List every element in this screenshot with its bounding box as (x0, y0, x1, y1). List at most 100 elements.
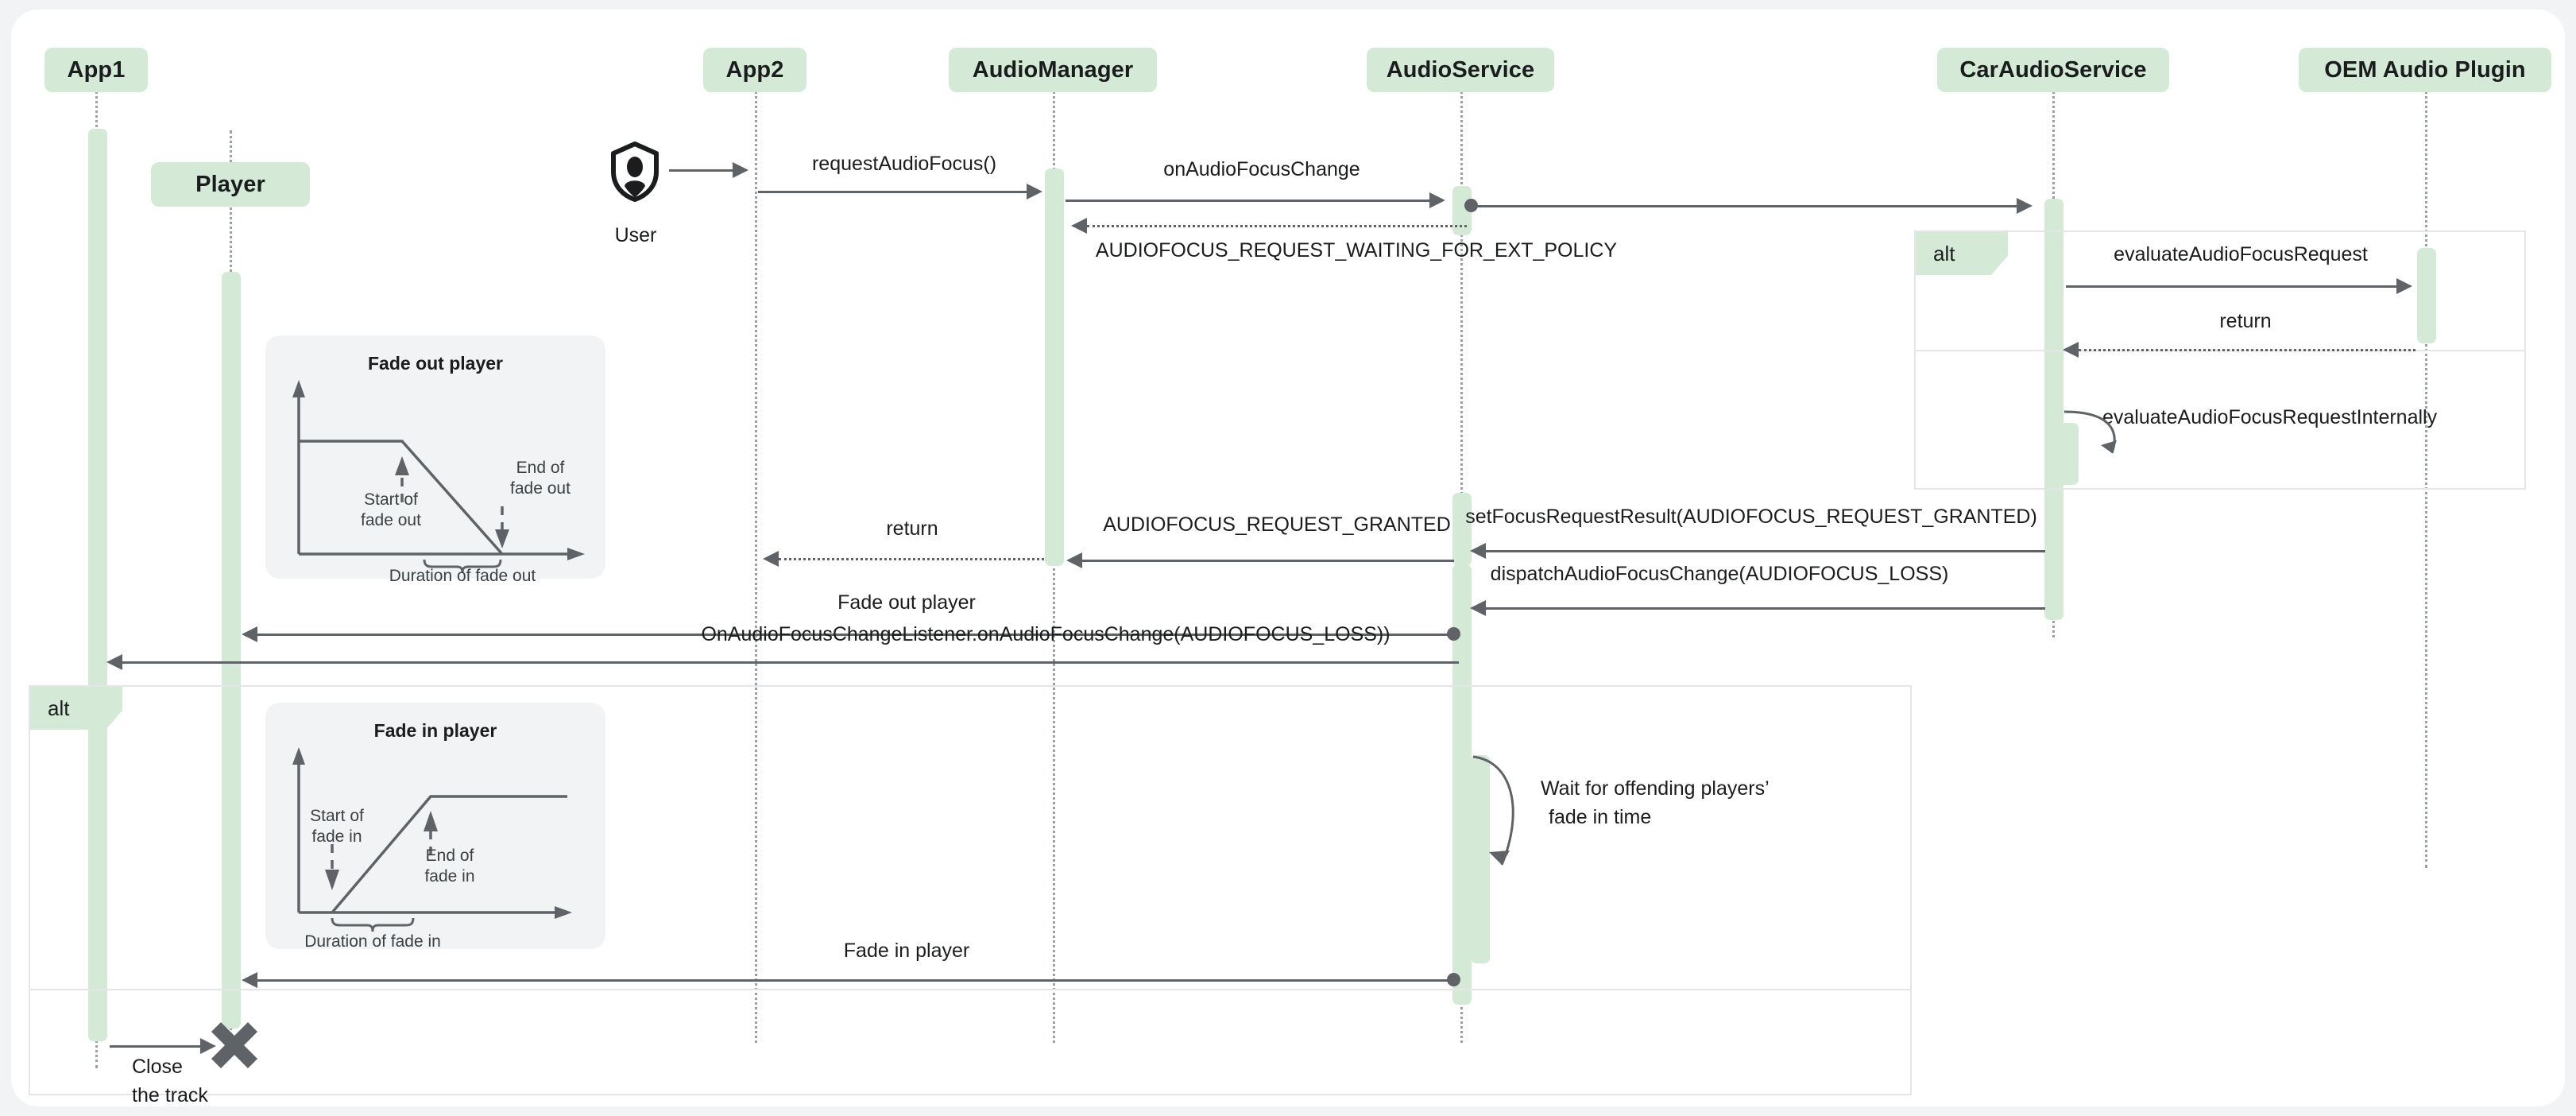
message-return-app2-head (763, 551, 779, 567)
fragment-alt-bottom-label: alt (30, 687, 122, 730)
message-granted-line (1082, 560, 1454, 562)
participant-player-label: Player (195, 171, 265, 197)
participant-oemplugin[interactable]: OEM Audio Plugin (2299, 48, 2551, 92)
message-return-oem-label: return (2219, 310, 2272, 332)
message-fade-in-player-label: Fade in player (843, 940, 970, 962)
message-dispatchAudioFocusChange-head (1470, 600, 1486, 616)
message-fade-out-player-origin-dot (1447, 627, 1460, 641)
message-return-app2-label: return (886, 517, 938, 540)
message-onAudioFocusChange-head (1429, 192, 1445, 208)
inset-fade-out-title: Fade out player (368, 353, 503, 374)
fragment-alt-bottom-label-text: alt (48, 696, 70, 720)
message-close-track-line (110, 1045, 203, 1048)
message-onAudioFocusChange-line (1066, 200, 1433, 202)
activation-player (222, 272, 241, 1029)
message-requestAudioFocus-label: requestAudioFocus() (811, 153, 997, 175)
inset-fade-in-end-label: End of fade in (424, 846, 474, 888)
message-setFocusRequestResult-label: setFocusRequestResult(AUDIOFOCUS_REQUEST… (1465, 506, 2037, 528)
participant-app1[interactable]: App1 (44, 48, 148, 92)
message-return-app2-line (779, 558, 1044, 560)
message-fade-in-player-head (242, 972, 257, 988)
participant-caraudioservice-label: CarAudioService (1959, 56, 2147, 83)
message-close-track-line2: the track (132, 1084, 208, 1106)
inset-fade-out-start-line2: fade out (361, 511, 421, 530)
activation-caraudioservice (2044, 199, 2064, 620)
inset-fade-in-chart (265, 703, 605, 949)
activation-app1 (88, 129, 107, 1041)
message-setFocusRequestResult-line (1486, 550, 2045, 552)
lifeline-app2 (755, 57, 757, 1043)
activation-audiomanager (1045, 169, 1064, 566)
message-fade-out-player-label: Fade out player (837, 591, 976, 614)
inset-fade-out-start-label: Start of fade out (361, 490, 421, 532)
activation-caraudioservice-nested (2060, 423, 2079, 485)
fragment-alt-top-label: alt (1916, 232, 2008, 275)
lifeline-oemplugin (2425, 57, 2427, 868)
message-wait-fade-in-line1: Wait for offending players’ (1541, 777, 1770, 800)
inset-fade-in-end-line1: End of (425, 847, 474, 865)
inset-fade-out-duration-label: Duration of fade out (389, 567, 536, 585)
inset-fade-out-start-line1: Start of (364, 490, 418, 509)
participant-caraudioservice[interactable]: CarAudioService (1937, 48, 2169, 92)
message-fade-in-player-origin-dot (1447, 973, 1460, 986)
inset-fade-in-duration-label: Duration of fade in (304, 932, 441, 951)
message-return-oem-line (2079, 349, 2415, 351)
activation-audioservice-2 (1452, 493, 1472, 566)
activation-oemplugin (2417, 248, 2436, 343)
inset-fade-out-card (265, 335, 605, 579)
participant-app2[interactable]: App2 (703, 48, 806, 92)
participant-audioservice[interactable]: AudioService (1367, 48, 1554, 92)
participant-app2-label: App2 (725, 56, 784, 83)
inset-fade-in-start-line2: fade in (311, 827, 362, 847)
participant-audioservice-label: AudioService (1386, 56, 1535, 83)
message-evaluateInternally-label: evaluateAudioFocusRequestInternally (2102, 406, 2438, 428)
participant-audiomanager-label: AudioManager (972, 56, 1134, 83)
message-to-caraudioservice-line (1472, 205, 2020, 207)
message-requestAudioFocus-head (1027, 184, 1042, 200)
arrow-user-to-app2-line (669, 169, 736, 172)
destroy-x-icon (210, 1021, 259, 1070)
user-shield-icon (610, 141, 659, 202)
message-return-oem-head (2063, 342, 2079, 358)
message-onAudioFocusChangeListener-head (106, 654, 122, 670)
message-waiting-ext-policy-line (1087, 225, 1467, 227)
message-waiting-ext-policy-label: AUDIOFOCUS_REQUEST_WAITING_FOR_EXT_POLIC… (1095, 239, 1618, 262)
user-actor-label: User (614, 224, 657, 246)
message-evaluateAudioFocusRequest-label: evaluateAudioFocusRequest (2114, 243, 2368, 265)
inset-fade-out-chart (265, 335, 605, 579)
inset-fade-out-end-line2: fade out (510, 479, 571, 498)
message-to-caraudioservice-origin-dot (1464, 199, 1478, 212)
activation-audioservice-nested (1471, 755, 1490, 963)
self-call-audioservice-arc (1472, 754, 1567, 881)
fragment-alt-bottom-divider (29, 989, 1912, 990)
participant-audiomanager[interactable]: AudioManager (949, 48, 1157, 92)
message-onAudioFocusChange-label: onAudioFocusChange (1163, 158, 1360, 180)
inset-fade-out-end-label: End of fade out (510, 458, 571, 500)
fragment-alt-top (1914, 231, 2526, 490)
message-requestAudioFocus-line (758, 191, 1030, 193)
message-granted-head (1066, 552, 1082, 568)
message-setFocusRequestResult-head (1470, 543, 1486, 559)
message-evaluateAudioFocusRequest-head (2396, 278, 2412, 294)
message-wait-fade-in-line2: fade in time (1549, 806, 1652, 828)
fragment-alt-bottom (29, 685, 1912, 1095)
inset-fade-in-title: Fade in player (373, 720, 497, 741)
diagram-sheet: alt alt App1 Player App2 AudioManager Au… (11, 10, 2565, 1106)
message-fade-out-player-line (257, 634, 1451, 636)
message-dispatchAudioFocusChange-label: dispatchAudioFocusChange(AUDIOFOCUS_LOSS… (1490, 563, 1949, 585)
fragment-alt-top-label-text: alt (1933, 241, 1955, 265)
message-close-track-line1: Close (132, 1056, 183, 1078)
self-call-caraudioservice-arc (2063, 407, 2150, 472)
participant-app1-label: App1 (67, 56, 126, 83)
message-onAudioFocusChangeListener-line (122, 661, 1459, 664)
message-to-caraudioservice-head (2017, 198, 2033, 214)
inset-fade-in-start-label: Start of fade in (310, 806, 364, 848)
inset-fade-out-end-line1: End of (516, 459, 565, 477)
message-evaluateAudioFocusRequest-line (2066, 285, 2400, 288)
participant-oemplugin-label: OEM Audio Plugin (2324, 56, 2526, 83)
participant-player[interactable]: Player (151, 162, 310, 207)
message-close-track-head (200, 1038, 216, 1054)
message-granted-label: AUDIOFOCUS_REQUEST_GRANTED (1103, 513, 1451, 536)
arrow-user-to-app2-head (733, 162, 748, 178)
